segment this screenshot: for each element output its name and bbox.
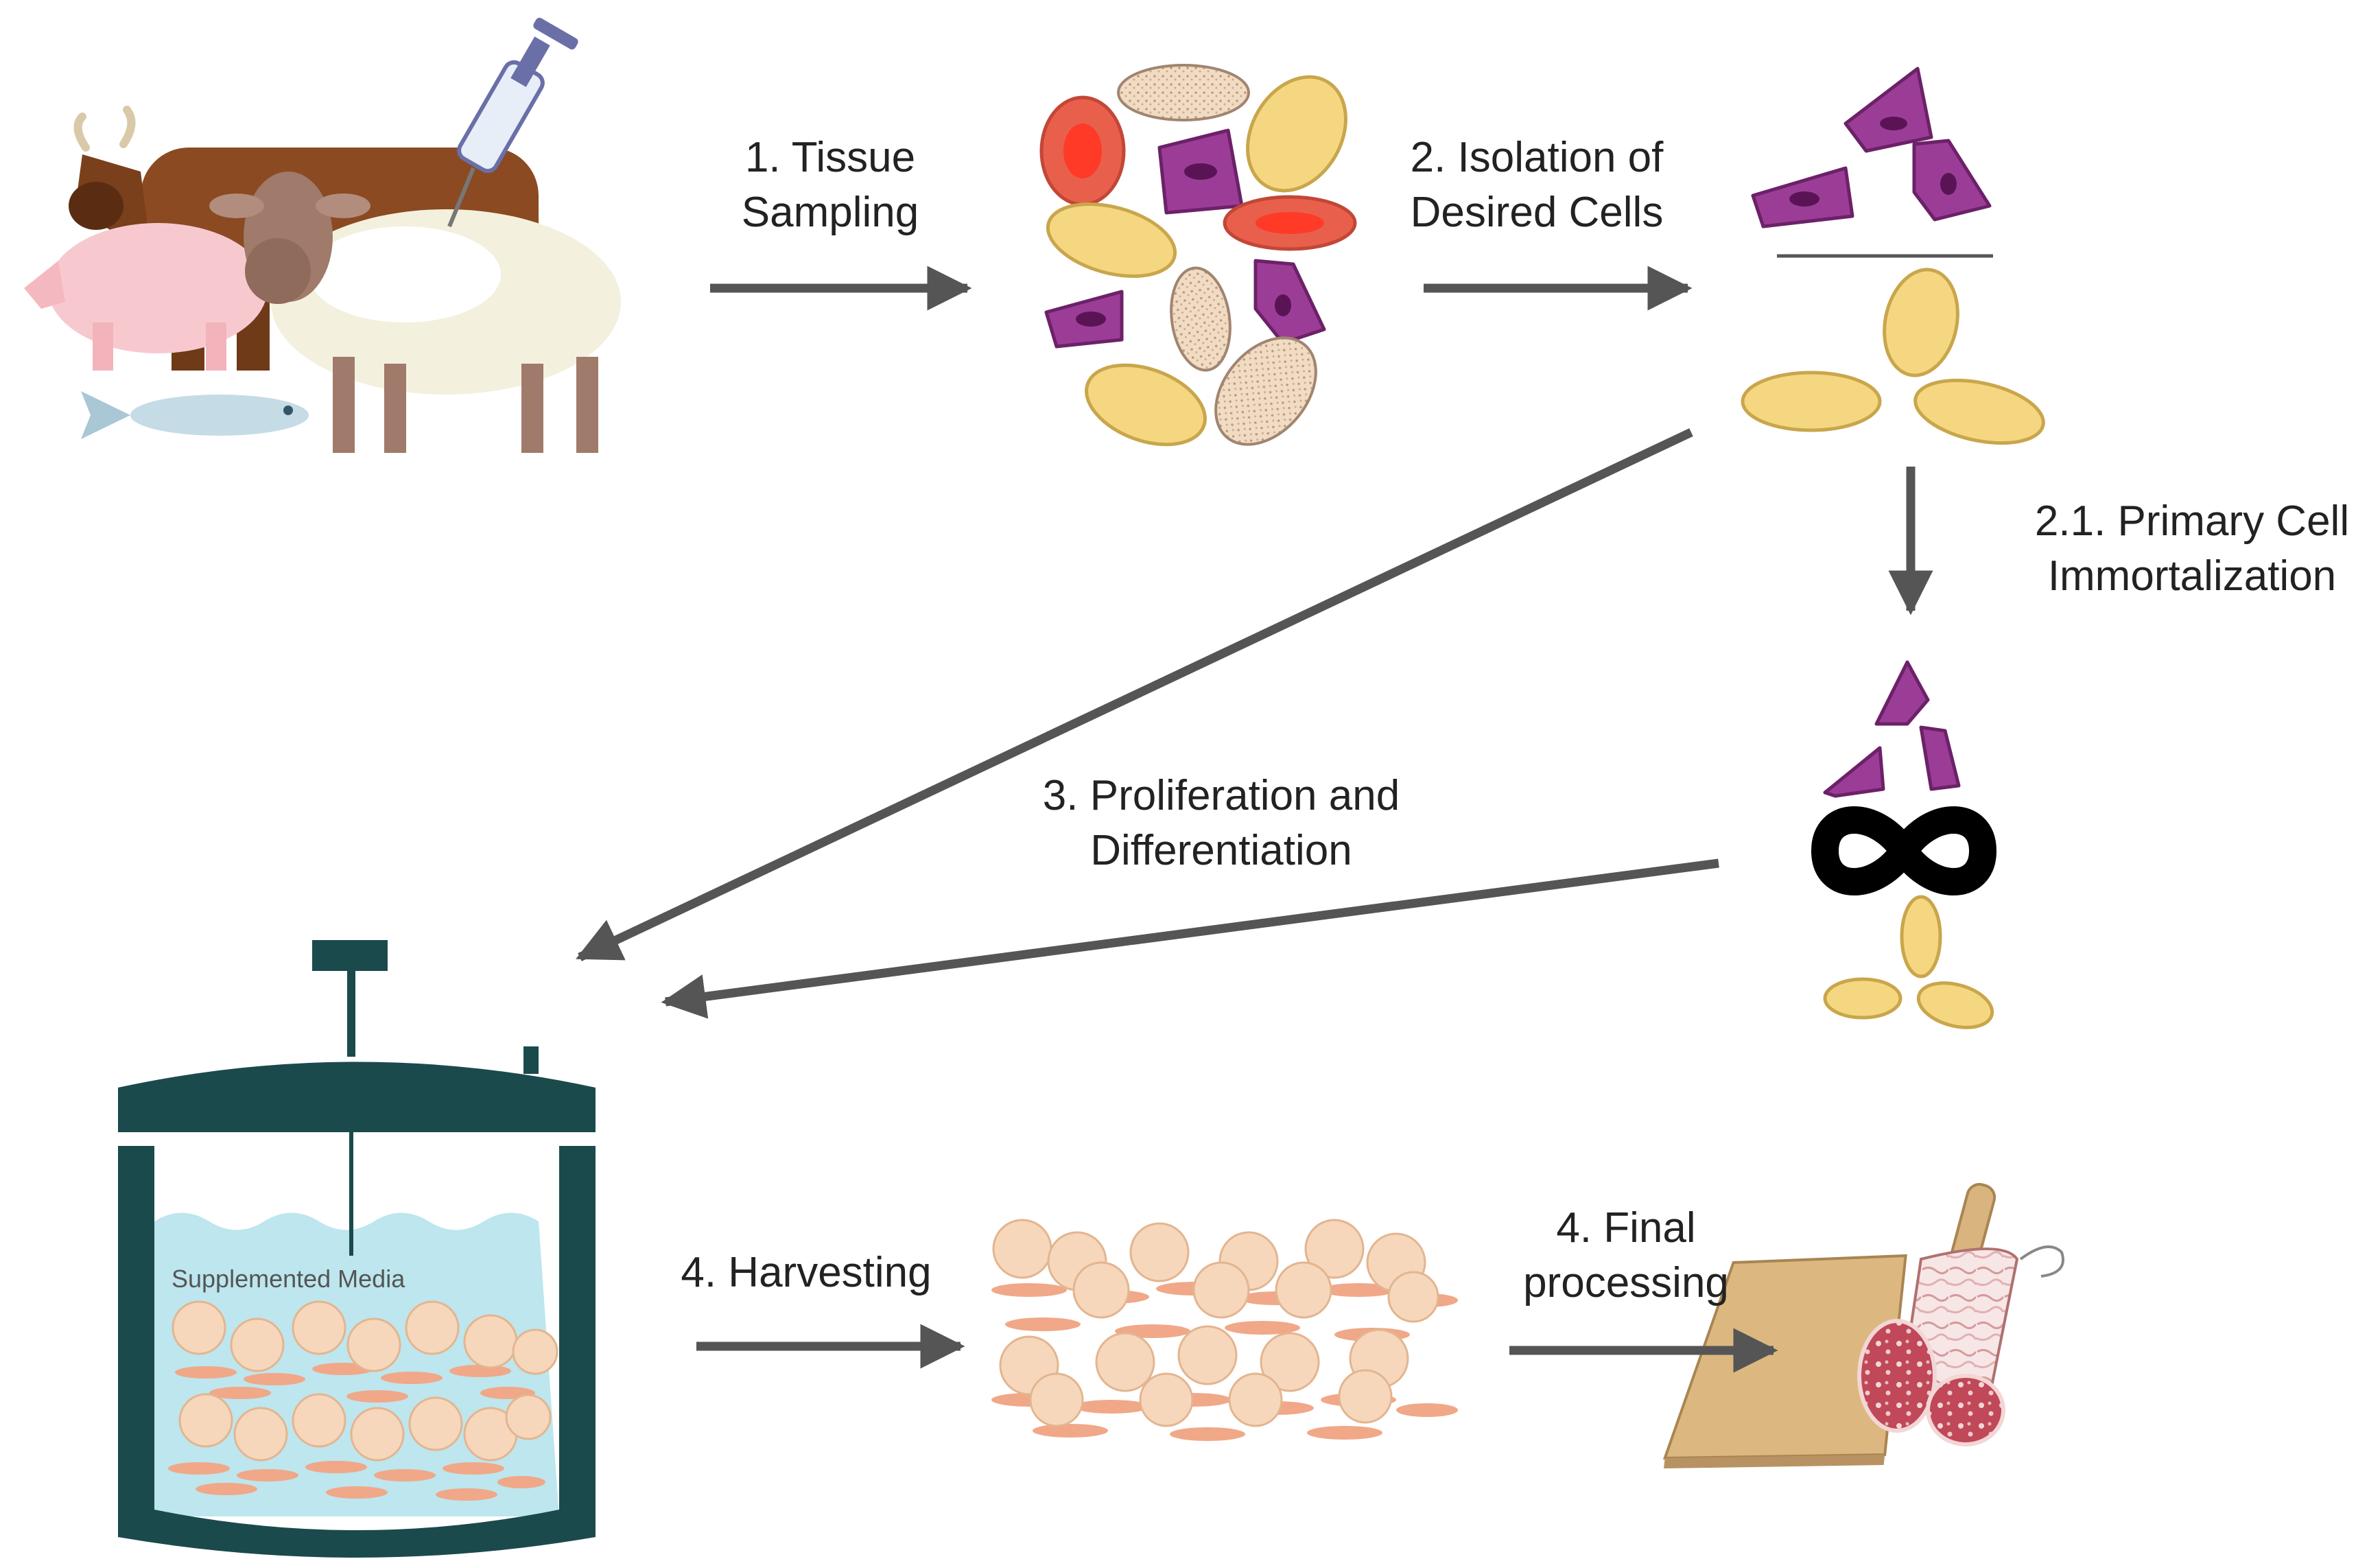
label-isolation: 2. Isolation of Desired Cells — [1410, 134, 1664, 236]
infinity-icon — [1811, 806, 1997, 895]
fish-icon — [81, 391, 309, 439]
immortalized-cells-icon — [1811, 660, 1997, 1029]
label-immortalization: 2.1. Primary Cell Immortalization — [2034, 497, 2350, 600]
salami-board-icon — [1662, 1183, 2064, 1468]
reactor-tissue — [168, 1300, 558, 1501]
syringe-icon — [447, 17, 578, 228]
label-tissue-sampling: 1. Tissue Sampling — [741, 134, 919, 236]
process-arrows — [576, 266, 1933, 1373]
bioreactor-icon — [118, 940, 596, 1558]
label-supplemented-media: Supplemented Media — [172, 1265, 405, 1293]
label-proliferation: 3. Proliferation and Differentiation — [1042, 772, 1400, 874]
arrow-proliferation-immortal — [661, 858, 1719, 1019]
mixed-cells-icon — [1039, 64, 1357, 447]
isolated-cells-icon — [1741, 67, 2045, 445]
pig-icon — [24, 223, 268, 371]
cultured-tissue-icon — [991, 1219, 1458, 1441]
label-harvesting: 4. Harvesting — [681, 1249, 932, 1296]
sheep-icon — [209, 172, 621, 453]
arrow-proliferation-direct — [576, 428, 1693, 961]
livestock-group-icon — [24, 17, 621, 453]
label-final-processing: 4. Final processing — [1523, 1204, 1729, 1306]
